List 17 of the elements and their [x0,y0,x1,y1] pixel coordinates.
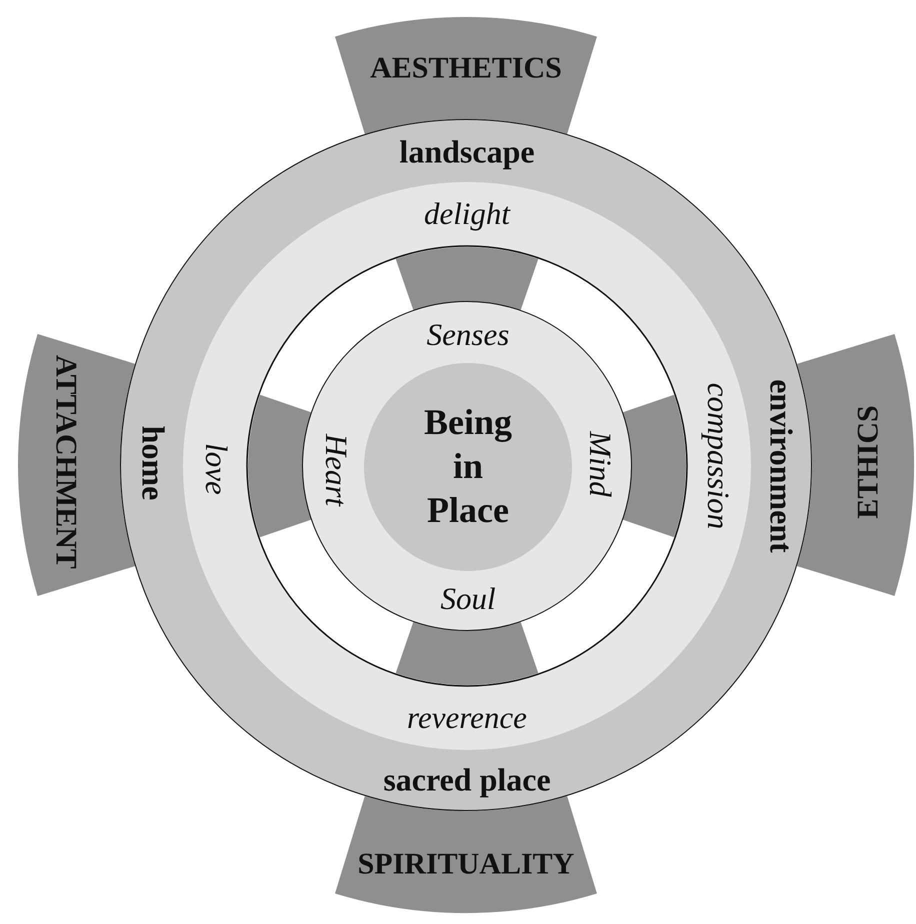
ring-label: compassion [700,382,736,530]
ring-label: Mind [582,431,618,497]
sector-label: SPIRITUALITY [358,847,574,880]
ring-label: Heart [318,434,354,506]
sector-label: AESTHETICS [370,52,562,84]
ring-label: landscape [399,134,535,170]
ring-label: Senses [426,318,510,352]
center-label: Being in Place [422,401,513,532]
ring-label: home [135,426,171,500]
sector-label: ETHICS [851,405,884,519]
ring-label: delight [424,196,510,232]
sector-label: ATTACHMENT [50,355,82,569]
ring-label: reverence [407,700,527,736]
ring-label: environment [763,379,799,553]
ring-label: Soul [440,582,496,616]
ring-label: sacred place [383,762,551,798]
ring-label: love [198,443,234,495]
